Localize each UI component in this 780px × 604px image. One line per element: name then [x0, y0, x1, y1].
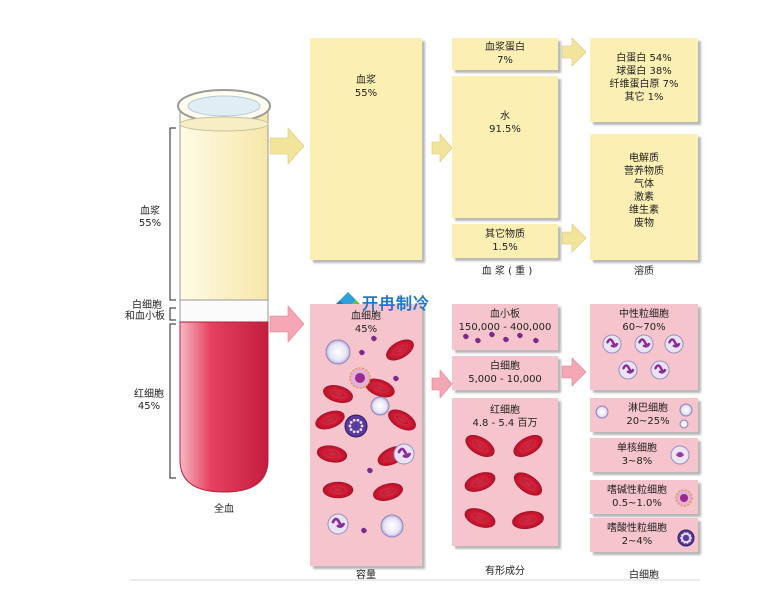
tube-brackets	[169, 127, 176, 479]
water-box: 水 91.5%	[452, 76, 558, 218]
lymphocyte-box: 淋巴细胞 20~25%	[590, 398, 698, 432]
protein-breakdown-box: 白蛋白 54% 球蛋白 38% 纤维蛋白原 7% 其它 1%	[590, 38, 698, 122]
volume-caption: 容量	[356, 570, 376, 581]
other-substances-box: 其它物质 1.5%	[452, 224, 558, 258]
eosinophil-box: 嗜酸性粒细胞 2~4%	[590, 518, 698, 552]
rbc-box: 红细胞 4.8 - 5.4 百万	[452, 398, 558, 546]
plasma-box: 血浆 55%	[310, 38, 422, 260]
tube-platelet-label: 和血小板	[125, 311, 165, 322]
wbc-box: 白细胞 5,000 - 10,000	[452, 356, 558, 390]
platelet-box: 血小板 150,000 - 400,000	[452, 304, 558, 350]
basophil-box: 嗜碱性粒细胞 0.5~1.0%	[590, 480, 698, 514]
tube-rbc-label: 红细胞 45%	[134, 389, 164, 412]
blood-cells-box: 血细胞 45%	[310, 304, 422, 566]
plasma-weight-caption: 血 浆 ( 重 )	[481, 266, 533, 277]
plasma-protein-box: 血浆蛋白 7%	[452, 38, 558, 70]
watermark-text: 开冉制冷	[362, 294, 431, 313]
tube-wbc-label: 白细胞	[132, 300, 162, 311]
solutes-box: 电解质 营养物质 气体 激素 维生素 废物	[590, 134, 698, 260]
solutes-caption: 溶质	[634, 266, 654, 277]
plasma-arrows	[269, 37, 587, 253]
cell-arrows	[269, 305, 587, 399]
test-tube	[177, 89, 271, 493]
neutrophil-box: 中性粒细胞 60~70%	[590, 304, 698, 390]
whole-blood-label: 全血	[214, 504, 234, 515]
monocyte-box: 单核细胞 3~8%	[590, 438, 698, 472]
formed-elements-caption: 有形成分	[485, 566, 525, 577]
wbc-caption: 白细胞	[629, 570, 659, 581]
tube-plasma-label: 血浆 55%	[138, 206, 162, 229]
